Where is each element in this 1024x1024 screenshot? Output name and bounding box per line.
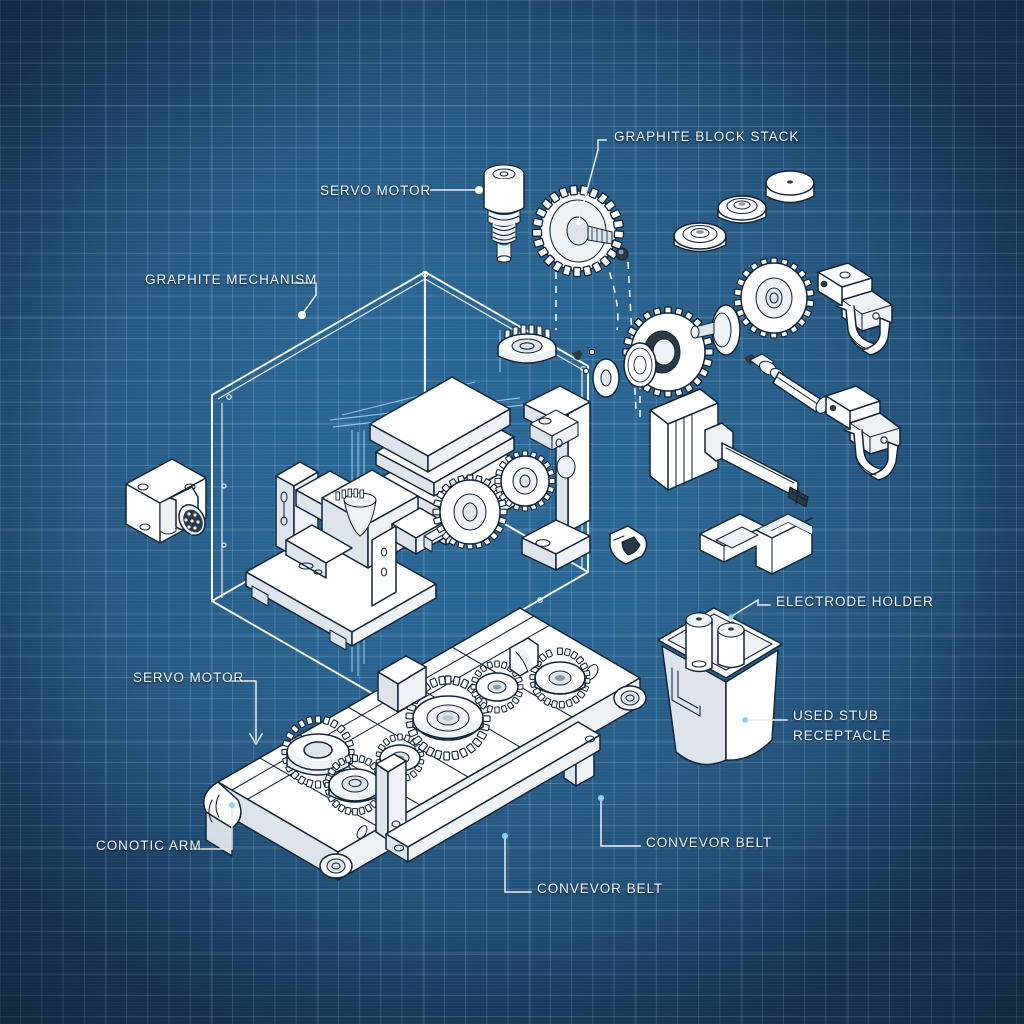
gear-small-a <box>432 474 508 550</box>
callout-graphite-mechanism: GRAPHITE MECHANISM <box>145 272 318 287</box>
spur-gear-large-top <box>531 184 629 278</box>
hook-bracket <box>699 513 813 575</box>
split-collar <box>609 525 648 565</box>
drive-shaft <box>744 353 831 414</box>
gripper-lower <box>825 385 901 481</box>
pulley-disc-b <box>717 195 767 224</box>
callout-convevor-belt-right: CONVEVOR BELT <box>646 835 773 850</box>
thrust-washer <box>592 358 620 398</box>
pulley-disc-a <box>673 222 727 253</box>
stub-bin <box>657 607 783 766</box>
callout-servo-motor-top: SERVO MOTOR <box>320 183 432 198</box>
sprocket-ring <box>623 342 657 388</box>
panel-connector <box>125 458 207 544</box>
servo-motor-body <box>483 164 525 263</box>
gripper-upper <box>817 262 893 356</box>
crown-gear <box>497 324 596 375</box>
callout-graphite-block-stack: GRAPHITE BLOCK STACK <box>614 129 800 144</box>
spur-gear-medium <box>733 257 815 339</box>
callout-servo-motor-bottom: SERVO MOTOR <box>133 670 245 685</box>
callout-electrode-holder: ELECTRODE HOLDER <box>776 594 934 609</box>
flat-disc <box>765 170 815 204</box>
callout-convevor-belt-lower: CONVEVOR BELT <box>537 881 664 896</box>
callout-used-stub-receptacle: USED STUB RECEPTACLE <box>793 708 892 743</box>
gear-pair-centre <box>592 306 714 398</box>
stepper-motor-block <box>649 388 809 508</box>
callout-conotic-arm: CONOTIC ARM <box>96 838 202 853</box>
